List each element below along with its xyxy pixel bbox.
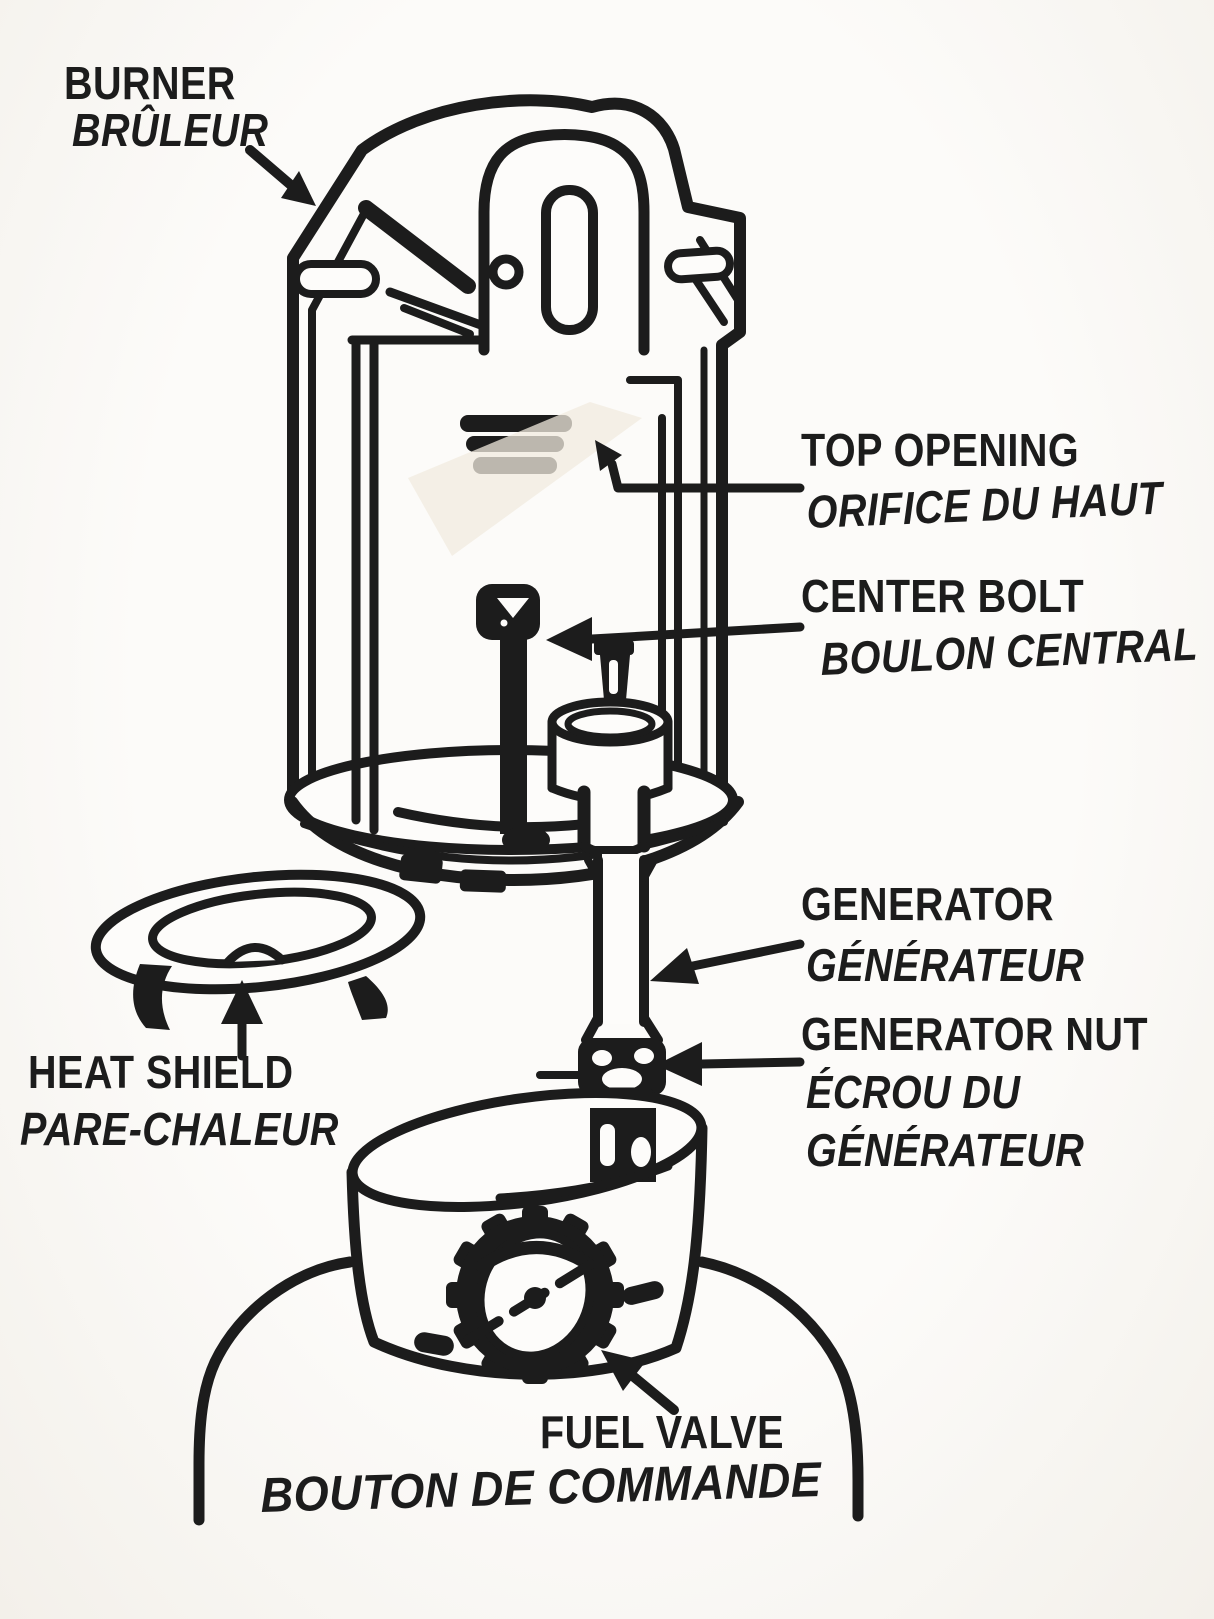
heat-shield-arrow [221,980,263,1061]
wheel-disc-shade [475,1241,595,1273]
label-heat-shield-fr: PARE-CHALEUR [20,1103,339,1155]
fuel-valve-wheel [414,1206,664,1384]
burner-arrow-shaft [245,145,297,191]
generator-nut-leader [656,1042,805,1086]
burner-arrowhead [281,171,316,206]
center-bolt-leader-line [587,622,805,644]
valve-fitting-gap [631,1137,651,1167]
fuel-valve-arrow-shaft [629,1372,679,1415]
nut-facet-left [592,1050,612,1066]
plate-tab-1 [399,854,443,884]
label-generator-nut-fr2: GÉNÉRATEUR [806,1124,1085,1176]
stem-cup-rim-inner [564,707,656,741]
tube-flare-top-right [640,856,658,882]
valve-stem [547,640,673,859]
center-bolt-head-dot [500,619,508,627]
center-bolt [476,584,550,854]
tube-flare-top-left [584,856,602,882]
center-bolt-head [476,584,540,640]
center-bolt-leader [546,617,805,661]
generator [536,854,666,1123]
generator-nut-leader-line [697,1057,805,1069]
label-generator-nut-en: GENERATOR NUT [801,1008,1148,1060]
wheel-dash-left [414,1332,454,1356]
fuel-tank [193,1256,864,1526]
fuel-valve-arrowhead [601,1350,646,1391]
center-bolt-foot [502,826,550,854]
top-opening-leader-line [607,459,805,493]
plate-front-rim [286,796,744,886]
label-burner-en: BURNER [64,57,236,109]
wheel-center-dot [524,1287,546,1309]
center-bolt-head-notch [497,598,529,618]
tube-flare-bottom-left [581,1013,603,1045]
tank-shoulder-left [193,1256,356,1526]
stem-flange [594,640,634,655]
plate-lower-rim [300,818,728,865]
nut-facet-right [634,1048,654,1064]
burner-assembly [284,94,746,893]
heat-shield-inner [148,887,376,969]
stem-base-fill [590,790,638,846]
label-top-opening-en: TOP OPENING [801,424,1080,476]
top-opening-leader [595,440,805,493]
generator-nut-arrowhead [656,1042,702,1086]
label-generator-fr: GÉNÉRATEUR [806,939,1085,991]
tank-shoulder-right [696,1256,864,1522]
burner-arrow [245,145,316,206]
label-center-bolt-en: CENTER BOLT [801,570,1085,622]
heat-shield [90,869,426,1030]
label-generator-nut-fr1: ÉCROU DU [806,1066,1021,1118]
scan-glare [408,402,642,556]
dome-shade-line-2 [400,304,474,338]
top-opening-arrowhead [595,440,622,471]
dome-shade-band [358,200,476,294]
label-heat-shield-en: HEAT SHIELD [28,1046,294,1098]
tab-hole [488,254,524,290]
left-vent-slot [292,260,380,298]
heat-shield-notch [223,943,287,967]
right-vent-slot [664,246,734,284]
collar-front-rim [495,1161,673,1203]
stem-base-bottom [579,841,649,859]
generator-leader [650,939,805,984]
generator-leader-line [683,939,805,972]
burner-inner-wall-left [308,206,370,794]
label-generator-en: GENERATOR [801,878,1054,930]
label-burner-fr: BRÛLEUR [72,104,269,156]
center-bolt-shaft [500,638,527,834]
heat-shield-leg-right [348,976,388,1020]
burner-inner-step-right [626,376,682,794]
fuel-valve-arrow [601,1350,679,1415]
stem-neck-slot [609,660,618,694]
plate-tab-2 [459,869,507,893]
nut-facet-bottom [602,1068,642,1090]
generator-arrowhead [650,948,699,984]
heat-shield-arrowhead [221,980,263,1024]
wheel-dash-right [622,1281,664,1305]
tube-flare-bottom-right [639,1013,663,1045]
generator-tube-fill [602,854,640,1024]
tab-oval-slot [541,185,598,335]
label-fuel-valve-en: FUEL VALVE [540,1406,784,1458]
fuel-tank-collar [346,1087,708,1380]
valve-fitting-slot [600,1124,615,1166]
callout-arrows [221,145,805,1415]
heat-shield-leg-left [133,964,172,1030]
burner-outer-shell [287,94,746,801]
center-bolt-arrowhead [546,617,592,661]
